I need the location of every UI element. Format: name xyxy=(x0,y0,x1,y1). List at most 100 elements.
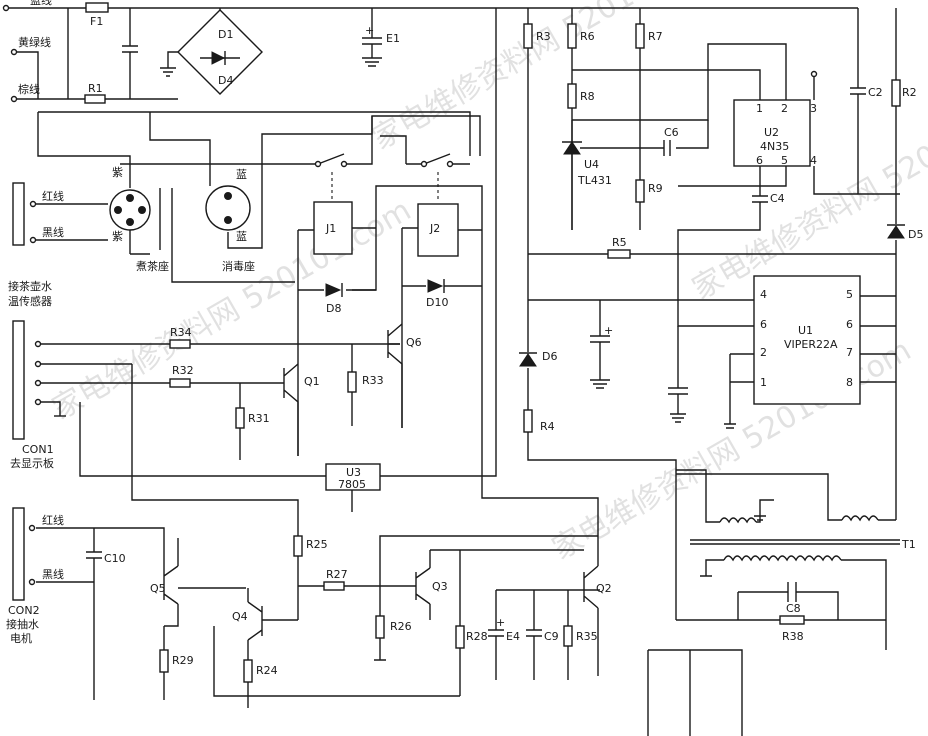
diode-d8 xyxy=(325,283,342,297)
label-c6: C6 xyxy=(664,126,679,139)
label-q3: Q3 xyxy=(432,580,448,593)
resistor-r29 xyxy=(159,649,169,673)
socket-wire-c xyxy=(38,111,471,156)
label-d1: D1 xyxy=(218,28,233,41)
contact-node xyxy=(420,160,428,168)
socket-pin xyxy=(224,216,232,224)
transistor-q5 xyxy=(163,538,179,700)
label-r33: R33 xyxy=(362,374,384,387)
resistor-r25 xyxy=(293,535,303,557)
pin-u2-3: 3 xyxy=(810,102,817,115)
label-r26: R26 xyxy=(390,620,412,633)
terminal xyxy=(28,578,36,586)
label-c2: C2 xyxy=(868,86,883,99)
nc-pin xyxy=(810,70,818,78)
t1-aux-winding xyxy=(719,517,757,524)
output-filter xyxy=(488,589,600,680)
input-label-brown: 棕线 xyxy=(18,82,40,96)
resistor-r1 xyxy=(84,94,106,104)
label-c10: C10 xyxy=(104,552,126,565)
resistor-r28 xyxy=(455,625,465,649)
relay-driver: J1 J2 D8 D10 R34 R32 Q1 R31 R33 Q6 U3 78… xyxy=(169,8,497,512)
resistor-r33 xyxy=(347,371,357,393)
pin-u1-l4: 4 xyxy=(760,288,767,301)
label-c4: C4 xyxy=(770,192,785,205)
label-c8: C8 xyxy=(786,602,801,615)
contact-node xyxy=(340,160,348,168)
disinfection-socket xyxy=(205,185,251,231)
label-tl431: TL431 xyxy=(577,174,612,187)
label-r38: R38 xyxy=(782,630,804,643)
resistor-r3 xyxy=(523,23,533,49)
label-r9: R9 xyxy=(648,182,663,195)
pump-wires xyxy=(36,527,165,700)
r25-r27-wires xyxy=(297,556,416,620)
label-r6: R6 xyxy=(580,30,595,43)
input-label-yellow-green: 黄绿线 xyxy=(18,35,51,49)
snubber-c8 xyxy=(737,582,839,620)
label-sensor-1: 接茶壶水 xyxy=(8,279,52,293)
terminal xyxy=(29,236,37,244)
label-r27: R27 xyxy=(326,568,348,581)
label-u4: U4 xyxy=(584,158,599,171)
resistor-r31 xyxy=(235,407,245,429)
label-r31: R31 xyxy=(248,412,270,425)
e1-plus: + xyxy=(365,24,374,37)
label-r5: R5 xyxy=(612,236,627,249)
label-r7: R7 xyxy=(648,30,663,43)
socket-wire-d xyxy=(129,230,150,255)
label-j2: J2 xyxy=(429,222,440,235)
capacitor-vcc xyxy=(590,300,610,389)
socket-wire-a xyxy=(37,112,131,188)
con1-wire-route xyxy=(79,364,326,536)
label-r24: R24 xyxy=(256,664,278,677)
capacitor-c6 xyxy=(663,140,671,156)
terminal xyxy=(34,398,42,406)
fuse-f1 xyxy=(85,2,109,13)
resistor-r2 xyxy=(891,79,901,107)
label-r32: R32 xyxy=(172,364,194,377)
transistor-q3 xyxy=(379,535,598,605)
relay-contact-j2 xyxy=(406,153,470,165)
optocoupler-u2 xyxy=(733,99,811,167)
diode-d5 xyxy=(887,225,905,239)
capacitor-e1 xyxy=(362,8,382,67)
regulator-u3 xyxy=(325,463,381,491)
pin-u1-r8: 8 xyxy=(846,376,853,389)
q4-return xyxy=(213,626,460,697)
d10-wire xyxy=(401,228,482,428)
label-r1: R1 xyxy=(88,82,103,95)
label-r34: R34 xyxy=(170,326,192,339)
socket-wire-b xyxy=(149,112,211,186)
pin-u1-l6: 6 xyxy=(760,318,767,331)
terminal xyxy=(34,340,42,348)
left-connectors: 红线 黑线 接茶壶水 温传感器 CON1 去显示板 红线 黑线 CON2 接抽水… xyxy=(6,182,400,645)
sockets-section: 紫 紫 煮茶座 蓝 蓝 消毒座 xyxy=(37,111,481,283)
terminal xyxy=(34,379,42,387)
q3-wires xyxy=(429,549,584,620)
label-q1: Q1 xyxy=(304,375,320,388)
r26-wire xyxy=(374,586,386,661)
u1-comp-cap xyxy=(668,326,688,423)
socket-pin xyxy=(126,194,134,202)
label-con1-caption: 去显示板 xyxy=(10,456,54,470)
label-r2: R2 xyxy=(902,86,917,99)
pin-u2-6: 6 xyxy=(756,154,763,167)
regulator-wires xyxy=(351,8,497,512)
pin-u1-r6: 6 xyxy=(846,318,853,331)
regulator-u4 xyxy=(563,141,581,155)
con2-connector xyxy=(12,507,25,601)
con1-connector xyxy=(12,320,25,440)
resistor-r5 xyxy=(607,249,631,259)
label-4n35: 4N35 xyxy=(760,140,789,153)
bridge-rectifier xyxy=(177,9,263,95)
label-u3: U3 xyxy=(346,466,361,479)
u4-wires xyxy=(562,120,709,230)
label-con2-red: 红线 xyxy=(42,513,64,527)
diode-d6 xyxy=(519,353,537,367)
label-r3: R3 xyxy=(536,30,551,43)
terminal xyxy=(10,95,18,103)
label-e4: E4 xyxy=(506,630,520,643)
